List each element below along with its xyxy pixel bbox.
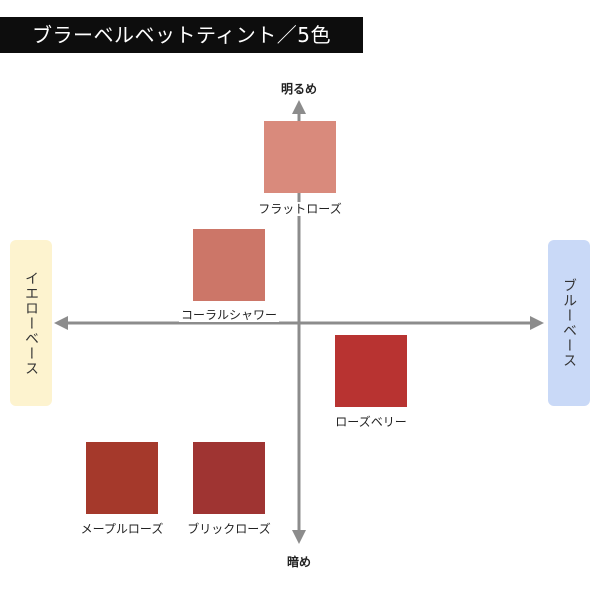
- swatch-label-maple-rose: メープルローズ: [78, 522, 166, 536]
- swatch-brick-rose: [193, 442, 265, 514]
- arrow-down-icon: [292, 530, 306, 544]
- arrow-up-icon: [292, 100, 306, 114]
- swatch-label-rose-berry: ローズベリー: [333, 415, 409, 429]
- horizontal-axis: [54, 316, 544, 330]
- swatch-rose-berry: [335, 335, 407, 407]
- arrow-right-icon: [530, 316, 544, 330]
- swatch-flat-rose: [264, 121, 336, 193]
- yellow-base-box: イエローベース: [10, 240, 52, 406]
- page-title: ブラーベルベットティント／5色: [0, 17, 363, 53]
- axis-label-bright: 明るめ: [280, 82, 317, 96]
- arrow-left-icon: [54, 316, 68, 330]
- blue-base-label: ブルーベース: [561, 278, 577, 368]
- swatch-label-brick-rose: ブリックローズ: [185, 522, 273, 536]
- yellow-base-label: イエローベース: [23, 270, 39, 376]
- axis-label-dark: 暗め: [286, 555, 311, 569]
- swatch-label-flat-rose: フラットローズ: [256, 202, 344, 216]
- swatch-label-coral-shower: コーラルシャワー: [178, 308, 279, 322]
- swatch-coral-shower: [193, 229, 265, 301]
- swatch-maple-rose: [86, 442, 158, 514]
- blue-base-box: ブルーベース: [548, 240, 590, 406]
